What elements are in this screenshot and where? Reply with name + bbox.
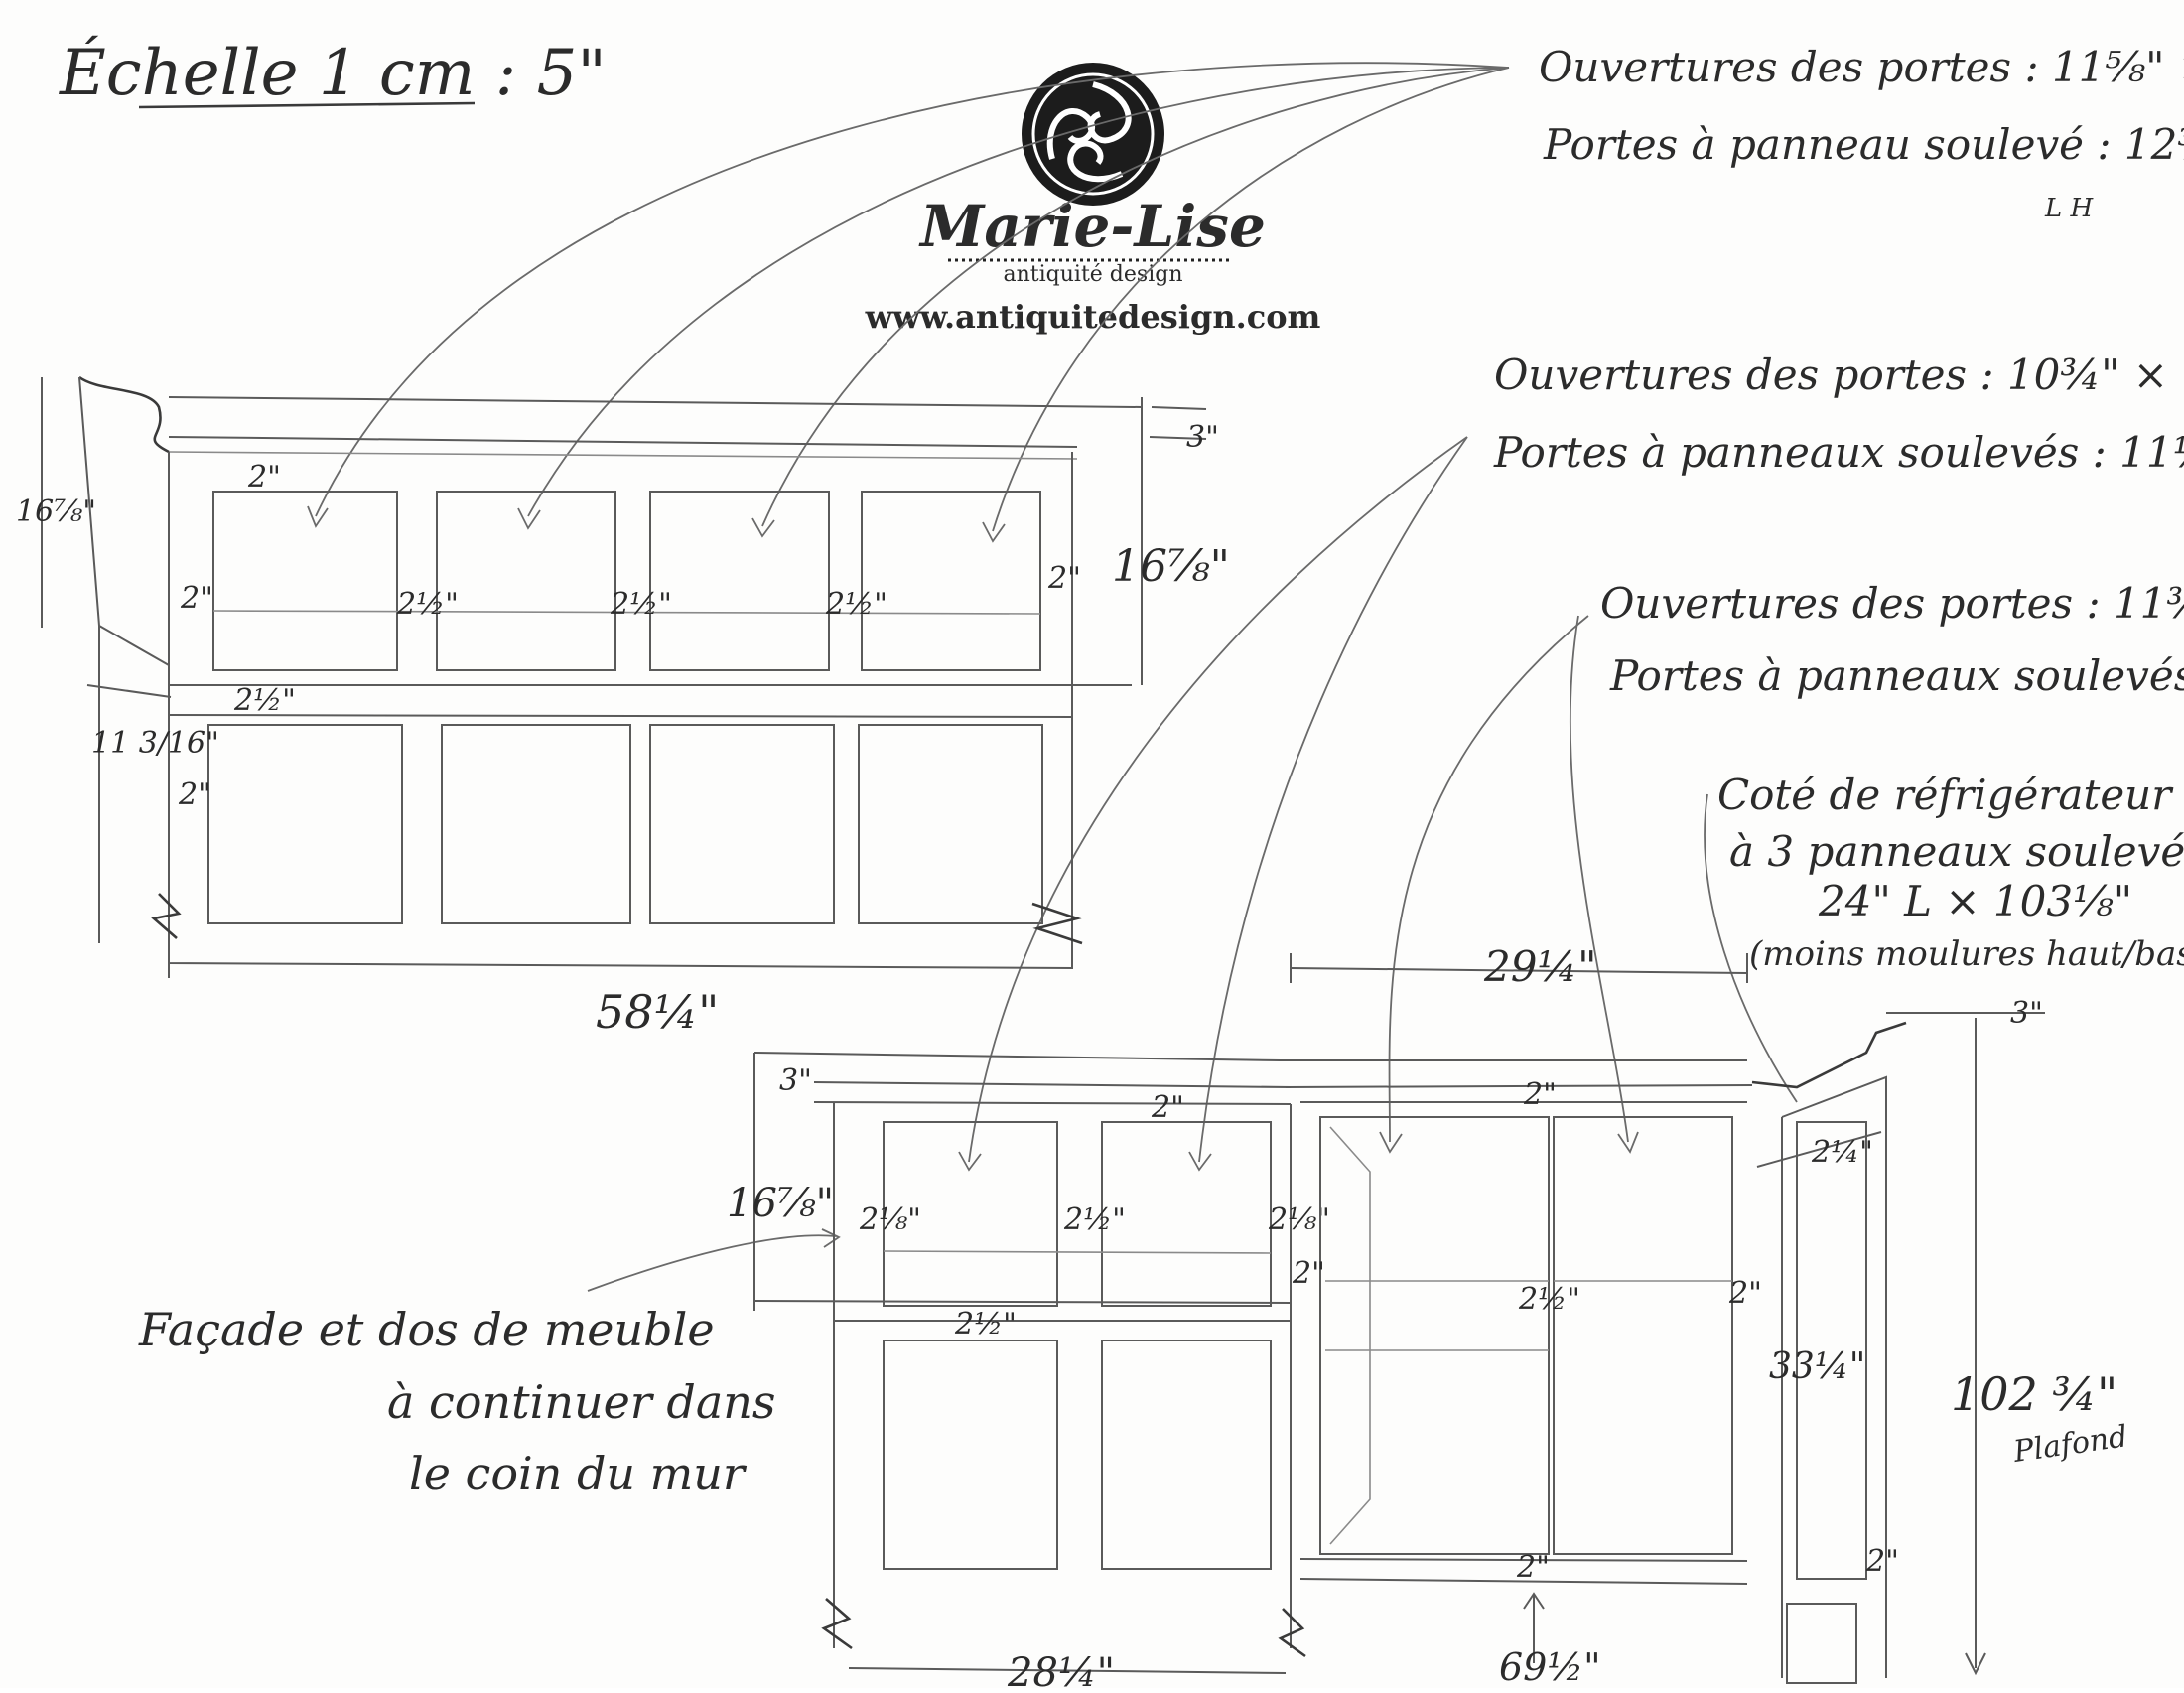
logo: Marie-Lise antiquité design www.antiquit… (865, 63, 1321, 336)
lower-left-openings-note: Ouvertures des portes : 10¾" × 12½" (1494, 351, 2184, 399)
logo-website: www.antiquitedesign.com (865, 298, 1321, 336)
scale-label: Échelle 1 cm : 5" (59, 36, 607, 110)
fridge-side-notes: Coté de réfrigérateur à 3 panneaux soule… (1717, 771, 2184, 974)
top-lower-stile: 2" (178, 777, 211, 812)
ceiling-height: 102 ¾" (1951, 1367, 2117, 1421)
top-mid-rail: 2½" (233, 683, 296, 718)
facade-note-3: le coin du mur (409, 1447, 748, 1500)
facade-note-1: Façade et dos de meuble (138, 1303, 715, 1356)
scale-underline (138, 101, 476, 109)
top-cabinet: 16⅞" 16⅞" 3" 2" 2" 2½" 2½" 2½" 2" 2½" 2"… (16, 375, 1230, 1039)
bottom-right-mid-stile: 2½" (1518, 1282, 1580, 1317)
top-stile-right: 2" (1047, 561, 1081, 596)
bottom-stile-a: 2⅛" (859, 1202, 921, 1237)
top-width: 58¼" (596, 985, 719, 1039)
lower-right-doors-note: Portes à panneaux soulevés : 12¼" × 28 (1609, 651, 2184, 700)
fridge-note-1: Coté de réfrigérateur (1717, 771, 2174, 819)
bottom-left-height: 16⅞" (727, 1181, 834, 1226)
bottom-right-bottom-rail: 2" (1516, 1550, 1550, 1585)
bottom-right-top-rail: 2" (1523, 1077, 1557, 1112)
fridge-side-panel: 2¼" 33¼" 2" 3" 102 ¾" Plafond (1751, 996, 2129, 1684)
bottom-crown: 3" (779, 1063, 812, 1098)
bottom-mid-rail: 2½" (954, 1307, 1017, 1341)
top-stile-left: 2" (180, 581, 213, 616)
logo-brand: Marie-Lise (918, 193, 1266, 260)
top-stile-mid1: 2½" (396, 587, 459, 622)
fridge-stile: 2¼" (1811, 1135, 1873, 1170)
bottom-top-rail: 2" (1151, 1090, 1184, 1125)
bottom-right-stile: 2" (1728, 1276, 1762, 1311)
lh-label: L H (2044, 194, 2095, 223)
fridge-panel: 33¼" (1769, 1346, 1865, 1387)
fridge-bottom: 2" (1865, 1544, 1899, 1579)
bottom-stile-b: 2½" (1063, 1202, 1126, 1237)
bottom-stile-d: 2" (1292, 1256, 1325, 1291)
facade-note-2: à continuer dans (387, 1375, 776, 1429)
ornament-circle-icon (1022, 63, 1164, 206)
bottom-right-width: 29¼" (1483, 942, 1596, 991)
lower-left-doors-note: Portes à panneaux soulevés : 11¼" × 13½" (1493, 428, 2184, 477)
logo-tagline: antiquité design (1004, 262, 1183, 287)
lower-right-notes: Ouvertures des portes : 11¾" × 27" Porte… (1600, 579, 2184, 700)
top-right-height: 16⅞" (1112, 541, 1230, 592)
bottom-right-cabinet: 2" 2½" 2" 2" 2" 29¼" 69½" (1281, 942, 1762, 1689)
upper-openings-note: Ouvertures des portes : 11⅝" × 12½" (1539, 43, 2184, 91)
top-left-height: 16⅞" (16, 494, 96, 529)
upper-cabinet-notes: Ouvertures des portes : 11⅝" × 12½" Port… (1539, 43, 2184, 223)
lower-left-notes: Ouvertures des portes : 10¾" × 12½" Port… (1493, 351, 2184, 477)
bottom-left-cabinet: 3" 16⅞" 2" 2⅛" 2½" 2⅛" 2½" 28¼" (727, 1052, 1330, 1693)
fridge-note-4: (moins moulures haut/bas) (1749, 934, 2184, 974)
fridge-note-3: 24" L × 103⅛" (1818, 877, 2132, 925)
top-stile-mid2: 2½" (610, 587, 672, 622)
fridge-crown: 3" (2010, 996, 2043, 1031)
ceiling-label: Plafond (2010, 1419, 2129, 1470)
pointer-arrows (307, 62, 1798, 1292)
lower-right-openings-note: Ouvertures des portes : 11¾" × 27" (1600, 579, 2184, 628)
top-top-rail: 2" (247, 460, 281, 494)
top-stile-mid3: 2½" (825, 587, 887, 622)
bottom-total-width: 69½" (1499, 1645, 1601, 1688)
bottom-left-width: 28¼" (1007, 1650, 1115, 1688)
top-crown: 3" (1186, 420, 1219, 455)
fridge-note-2: à 3 panneaux soulevés (1729, 827, 2184, 876)
upper-doors-note: Portes à panneau soulevé : 12⅜" × 13½" (1543, 120, 2184, 169)
facade-notes: Façade et dos de meuble à continuer dans… (138, 1303, 776, 1500)
top-depth: 11 3/16" (91, 726, 219, 761)
